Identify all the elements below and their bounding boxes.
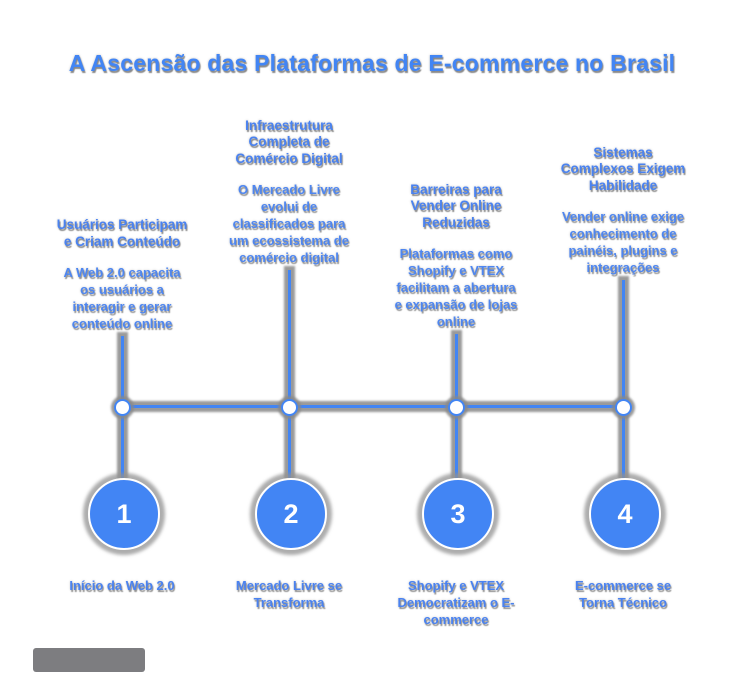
milestone-body: Vender online exige conhecimento de pain… bbox=[561, 209, 685, 275]
watermark-block bbox=[33, 648, 145, 672]
timeline-horizontal-line bbox=[122, 405, 623, 408]
timeline-node-dot bbox=[615, 399, 632, 416]
milestone-label: Início da Web 2.0 bbox=[69, 578, 175, 593]
milestone-heading: Usuários Participam e Criam Conteúdo bbox=[56, 217, 188, 249]
timeline-node-dot bbox=[114, 399, 131, 416]
milestone-textblock: Sistemas Complexos Exigem Habilidade Ven… bbox=[543, 145, 703, 277]
timeline-vertical-line bbox=[621, 280, 625, 478]
milestone-number-circle: 4 bbox=[589, 478, 661, 550]
milestone-label: E-commerce se Torna Técnico bbox=[574, 578, 672, 610]
milestone-number-circle: 3 bbox=[422, 478, 494, 550]
milestone-number: 4 bbox=[617, 498, 633, 529]
milestone-number: 2 bbox=[283, 498, 299, 529]
milestone-number-circle: 2 bbox=[255, 478, 327, 550]
timeline-node-dot bbox=[281, 399, 298, 416]
diagram-title: A Ascensão das Plataformas de E-commerce… bbox=[68, 50, 676, 76]
milestone-label: Shopify e VTEX Democratizam o E- commerc… bbox=[397, 578, 515, 627]
milestone-heading: Infraestrutura Completa de Comércio Digi… bbox=[235, 117, 343, 166]
milestone-body: A Web 2.0 capacita os usuários a interag… bbox=[63, 265, 181, 331]
timeline-node-dot bbox=[448, 399, 465, 416]
milestone-number: 3 bbox=[450, 498, 466, 529]
timeline-vertical-line bbox=[287, 270, 291, 478]
milestone-column-4: Sistemas Complexos Exigem Habilidade Ven… bbox=[543, 0, 703, 684]
milestone-heading: Barreiras para Vender Online Reduzidas bbox=[410, 181, 502, 230]
milestone-body: O Mercado Livre evolui de classificados … bbox=[229, 182, 349, 265]
milestone-label: Mercado Livre se Transforma bbox=[235, 578, 343, 610]
milestone-textblock: Usuários Participam e Criam Conteúdo A W… bbox=[42, 217, 202, 332]
milestone-column-2: Infraestrutura Completa de Comércio Digi… bbox=[209, 0, 369, 684]
milestone-number-circle: 1 bbox=[88, 478, 160, 550]
milestone-column-1: Usuários Participam e Criam Conteúdo A W… bbox=[42, 0, 202, 684]
milestone-column-3: Barreiras para Vender Online Reduzidas P… bbox=[376, 0, 536, 684]
milestone-textblock: Barreiras para Vender Online Reduzidas P… bbox=[376, 182, 536, 331]
milestone-heading: Sistemas Complexos Exigem Habilidade bbox=[560, 144, 686, 193]
milestone-number: 1 bbox=[116, 498, 132, 529]
milestone-body: Plataformas como Shopify e VTEX facilita… bbox=[394, 246, 518, 329]
milestone-textblock: Infraestrutura Completa de Comércio Digi… bbox=[209, 118, 369, 267]
